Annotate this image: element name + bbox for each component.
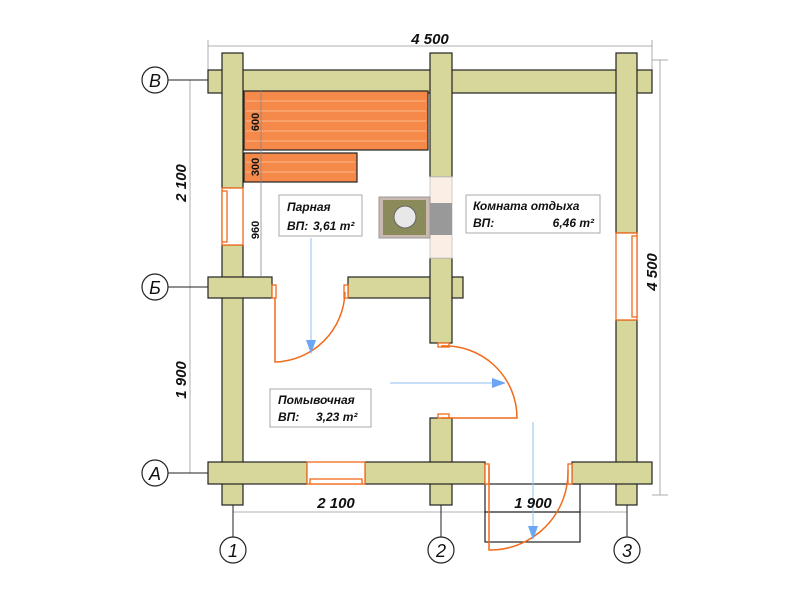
door-washroom[interactable]	[437, 342, 518, 419]
svg-text:А: А	[148, 464, 161, 484]
bench-clearance-dimension: 960	[250, 221, 262, 239]
axis-row-v: В	[141, 66, 208, 94]
window-left[interactable]	[221, 187, 244, 246]
door-steam-room[interactable]	[271, 284, 349, 363]
door-entrance[interactable]	[484, 463, 573, 551]
svg-text:2: 2	[435, 541, 446, 561]
svg-text:1: 1	[228, 541, 238, 561]
dim-top-total: 4 500	[410, 31, 449, 48]
dim-left-lower: 1 900	[173, 361, 190, 399]
chimney	[429, 176, 453, 259]
svg-text:ВП:: ВП:	[473, 216, 494, 230]
flow-arrows	[306, 238, 538, 540]
svg-text:В: В	[149, 71, 161, 91]
svg-text:ВП:: ВП:	[287, 219, 308, 233]
window-bottom[interactable]	[306, 461, 366, 485]
dim-bottom-right: 1 900	[514, 495, 552, 512]
bench-lower	[243, 152, 358, 183]
svg-text:6,46 m²: 6,46 m²	[553, 216, 595, 230]
stove	[378, 196, 431, 239]
room-label-rest-room: Комната отдыха ВП: 6,46 m²	[465, 194, 601, 234]
bench-lower-dimension: 300	[250, 158, 262, 176]
svg-text:ВП:: ВП:	[278, 410, 299, 424]
svg-text:3,61 m²: 3,61 m²	[313, 219, 355, 233]
dim-left-upper: 2 100	[173, 164, 190, 203]
axis-col-2: 2	[427, 505, 455, 564]
room-label-washroom: Помывочная ВП: 3,23 m²	[269, 388, 372, 428]
dim-bottom-left: 2 100	[316, 495, 355, 512]
dim-right-total: 4 500	[644, 253, 661, 292]
svg-text:Помывочная: Помывочная	[278, 393, 355, 407]
walls	[207, 52, 653, 506]
svg-text:Б: Б	[149, 278, 161, 298]
window-right[interactable]	[615, 232, 638, 321]
axis-row-a: А	[141, 459, 208, 487]
axis-col-3: 3	[613, 505, 641, 564]
svg-text:3,23 m²: 3,23 m²	[316, 410, 358, 424]
bench-upper-dimension: 600	[250, 113, 262, 131]
axis-row-b: Б	[141, 273, 208, 301]
svg-text:Комната отдыха: Комната отдыха	[473, 199, 580, 213]
svg-text:Парная: Парная	[287, 200, 331, 214]
bench-upper	[243, 90, 429, 151]
axis-col-1: 1	[219, 505, 247, 564]
svg-text:3: 3	[622, 541, 632, 561]
room-label-steam-room: Парная ВП: 3,61 m²	[278, 194, 363, 237]
